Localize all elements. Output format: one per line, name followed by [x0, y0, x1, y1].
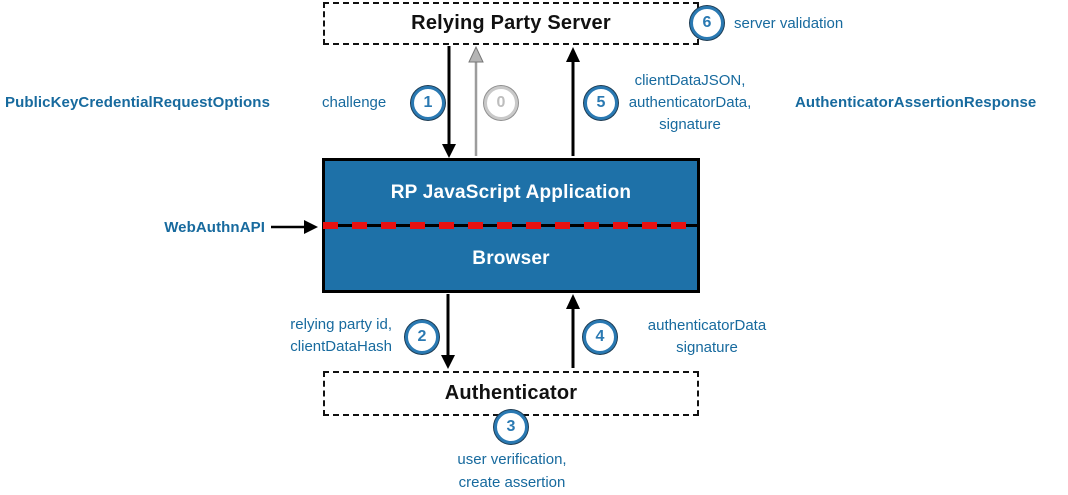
arrow-step0-up: [468, 45, 484, 156]
client-data-json-label: clientDataJSON, authenticatorData, signa…: [620, 70, 760, 136]
step-6-badge: 6: [690, 6, 724, 40]
rp-js-application-label: RP JavaScript Application: [390, 181, 632, 203]
relying-party-server-label: Relying Party Server: [411, 12, 611, 34]
user-verification-label: user verification, create assertion: [412, 448, 612, 494]
browser-section: Browser: [325, 227, 697, 290]
relying-party-id-label: relying party id, clientDataHash: [252, 314, 392, 358]
arrow-request-down: [441, 294, 455, 369]
step-0-badge: 0: [484, 86, 518, 120]
challenge-label: challenge: [322, 94, 387, 111]
authenticator-data-line2: signature: [676, 339, 738, 356]
step-2-number: 2: [417, 328, 427, 345]
authenticator-data-signature-label: authenticatorData signature: [632, 315, 782, 359]
user-verification-line1: user verification,: [457, 451, 567, 468]
step-4-badge: 4: [583, 320, 617, 354]
public-key-credential-request-options-label: PublicKeyCredentialRequestOptions: [5, 94, 271, 111]
authenticator-label: Authenticator: [444, 382, 578, 404]
arrow-webauthn-api-right: [271, 220, 318, 234]
relying-party-id-line2: clientDataHash: [290, 338, 392, 355]
relying-party-id-line1: relying party id,: [290, 316, 392, 333]
rp-js-application-section: RP JavaScript Application: [325, 161, 697, 224]
user-verification-line2: create assertion: [458, 474, 566, 491]
step-1-badge: 1: [411, 86, 445, 120]
browser-box: RP JavaScript Application Browser: [322, 158, 700, 293]
arrow-response-up: [566, 47, 580, 156]
step-3-number: 3: [506, 418, 516, 435]
relying-party-server-box: Relying Party Server: [323, 2, 699, 45]
server-validation-label: server validation: [734, 15, 844, 32]
step-0-number: 0: [496, 94, 506, 111]
webauthn-api-label: WebAuthnAPI: [164, 219, 265, 236]
browser-label: Browser: [472, 247, 550, 269]
client-data-json-line2: authenticatorData,: [628, 94, 752, 111]
authenticator-assertion-response-label: AuthenticatorAssertionResponse: [795, 94, 1037, 111]
authenticator-box: Authenticator: [323, 371, 699, 416]
arrow-assertion-up: [566, 294, 580, 368]
step-4-number: 4: [595, 328, 605, 345]
client-data-json-line3: signature: [659, 116, 721, 133]
step-6-number: 6: [702, 14, 712, 31]
client-data-json-line1: clientDataJSON,: [634, 72, 746, 89]
step-3-badge: 3: [494, 410, 528, 444]
step-2-badge: 2: [405, 320, 439, 354]
step-1-number: 1: [423, 94, 433, 111]
step-5-number: 5: [596, 94, 606, 111]
webauthn-api-boundary-divider: [323, 222, 699, 229]
step-5-badge: 5: [584, 86, 618, 120]
authenticator-data-line1: authenticatorData: [647, 317, 767, 334]
